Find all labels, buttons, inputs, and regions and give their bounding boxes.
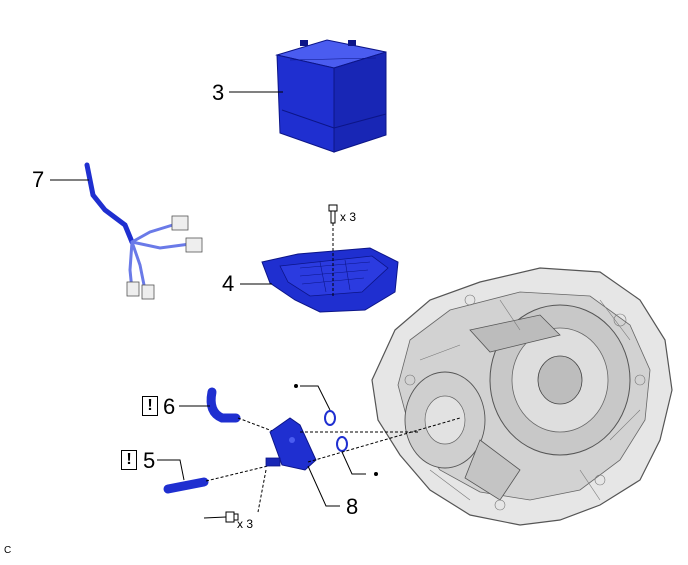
warning-icon-5: ! — [121, 450, 137, 470]
wire-harness — [84, 162, 192, 292]
battery — [275, 39, 387, 153]
oring-leader-bottom — [341, 451, 366, 475]
o-rings — [324, 410, 348, 452]
callout-7: 7 — [32, 167, 45, 192]
hose-6 — [206, 387, 241, 423]
warning-icon-6: ! — [142, 396, 158, 416]
bolt-top-quantity: x 3 — [340, 210, 357, 224]
hose-5 — [163, 477, 209, 494]
harness-connectors — [126, 215, 203, 300]
figure-code: C — [4, 545, 12, 556]
marker-dot-bottom — [374, 472, 378, 476]
transaxle-assembly — [371, 267, 673, 526]
marker-dot-top — [294, 384, 298, 388]
leader-5 — [157, 459, 185, 481]
hose-5-dash — [205, 464, 273, 482]
oil-cooler-bracket — [265, 417, 317, 471]
callout-8: 8 — [346, 494, 359, 519]
callout-5: 5 — [143, 448, 156, 473]
align-dash-2 — [307, 417, 461, 463]
hose-6-dash — [237, 417, 276, 433]
leader-8 — [307, 465, 340, 507]
bolt-top — [328, 204, 338, 224]
callout-4: 4 — [222, 271, 235, 296]
callout-6: 6 — [163, 394, 176, 419]
bolt-bottom-quantity: x 3 — [237, 517, 254, 531]
bolt-bottom — [203, 511, 239, 523]
battery-tray — [261, 247, 399, 313]
align-dash-3 — [257, 469, 267, 513]
oring-leader-top — [300, 385, 331, 411]
callout-3: 3 — [212, 80, 225, 105]
